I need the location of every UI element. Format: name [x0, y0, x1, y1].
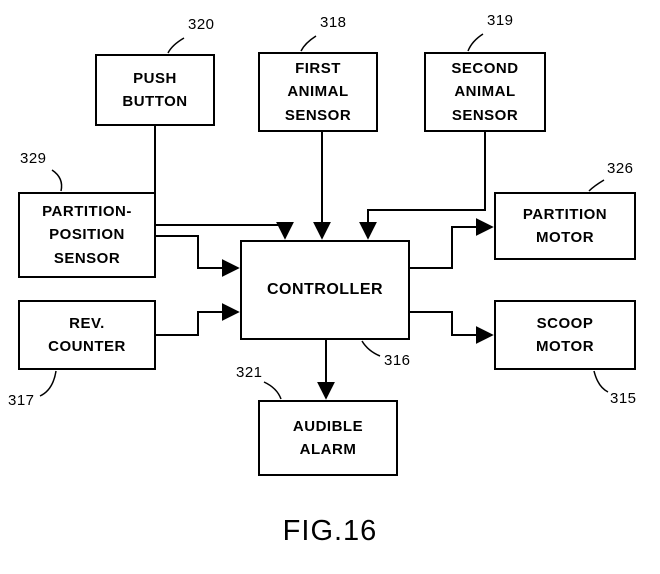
- node-partition-position-sensor: PARTITION- POSITION SENSOR: [18, 192, 156, 278]
- leader-line-319: [467, 33, 484, 52]
- figure-caption: FIG.16: [282, 515, 378, 547]
- connector-second-animal-sensor-to-controller: [359, 132, 486, 240]
- node-rev-counter: REV. COUNTER: [18, 300, 156, 370]
- leader-line-329: [51, 169, 63, 192]
- node-partition-motor: PARTITION MOTOR: [494, 192, 636, 260]
- connector-push-button-to-controller: [154, 126, 294, 240]
- node-scoop-motor: SCOOP MOTOR: [494, 300, 636, 370]
- leader-line-316: [361, 340, 381, 357]
- node-push-button: PUSH BUTTON: [95, 54, 215, 126]
- ref-label-329: 329: [20, 150, 47, 167]
- leader-line-317: [39, 370, 57, 397]
- leader-line-315: [593, 370, 609, 393]
- node-first-animal-sensor: FIRST ANIMAL SENSOR: [258, 52, 378, 132]
- ref-label-317: 317: [8, 392, 35, 409]
- ref-label-318: 318: [320, 14, 347, 31]
- node-second-animal-sensor: SECOND ANIMAL SENSOR: [424, 52, 546, 132]
- connector-controller-to-scoop-motor: [410, 311, 494, 344]
- ref-label-326: 326: [607, 160, 634, 177]
- connector-controller-to-partition-motor: [410, 218, 494, 269]
- node-audible-alarm: AUDIBLE ALARM: [258, 400, 398, 476]
- node-controller: CONTROLLER: [240, 240, 410, 340]
- leader-line-321: [263, 381, 282, 400]
- connector-partition-position-sensor-to-controller: [156, 235, 240, 277]
- ref-label-321: 321: [236, 364, 263, 381]
- connector-rev-counter-to-controller: [156, 303, 240, 336]
- ref-label-320: 320: [188, 16, 215, 33]
- ref-label-319: 319: [487, 12, 514, 29]
- ref-label-316: 316: [384, 352, 411, 369]
- leader-line-320: [167, 37, 185, 54]
- leader-line-318: [300, 35, 317, 52]
- ref-label-315: 315: [610, 390, 637, 407]
- leader-line-326: [588, 179, 605, 192]
